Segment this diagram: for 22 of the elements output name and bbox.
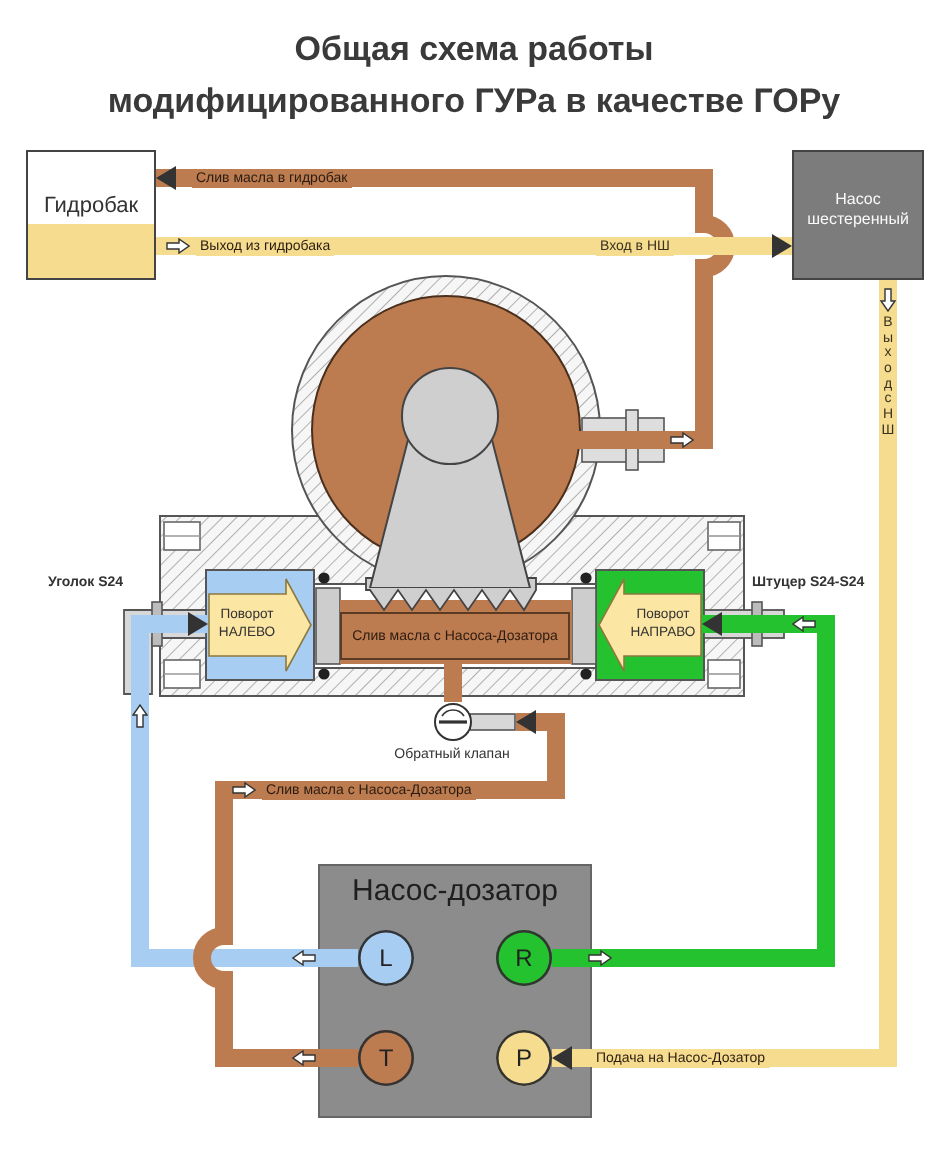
port-letter: L [379,944,393,972]
pipe-connector [552,280,897,1070]
unit-title: Насос-дозатор [350,874,560,910]
diagram-title: Общая схема работы модифицированного ГУРа в качестве ГОРу [107,28,841,124]
steering-gear-housing [290,272,666,588]
pipe-connector [552,612,835,967]
hydraulic-port [358,1030,414,1086]
port-letter: P [515,1044,532,1072]
metering-pump-unit [318,864,592,1118]
pump-label: Насос шестеренный [805,190,911,230]
hydraulic-port [358,930,414,986]
pipe-connector [156,234,792,258]
hydraulic-port [496,1030,552,1086]
reservoir-tank [26,150,156,280]
tank-label: Гидробак [43,194,139,220]
pipe-connector [156,166,735,449]
port-letter: T [378,1044,394,1072]
pump-unit [792,150,924,280]
hydraulic-port [496,930,552,986]
port-letter: R [515,944,533,972]
pipe-connector [193,710,565,1067]
pipe-connector [131,612,358,967]
